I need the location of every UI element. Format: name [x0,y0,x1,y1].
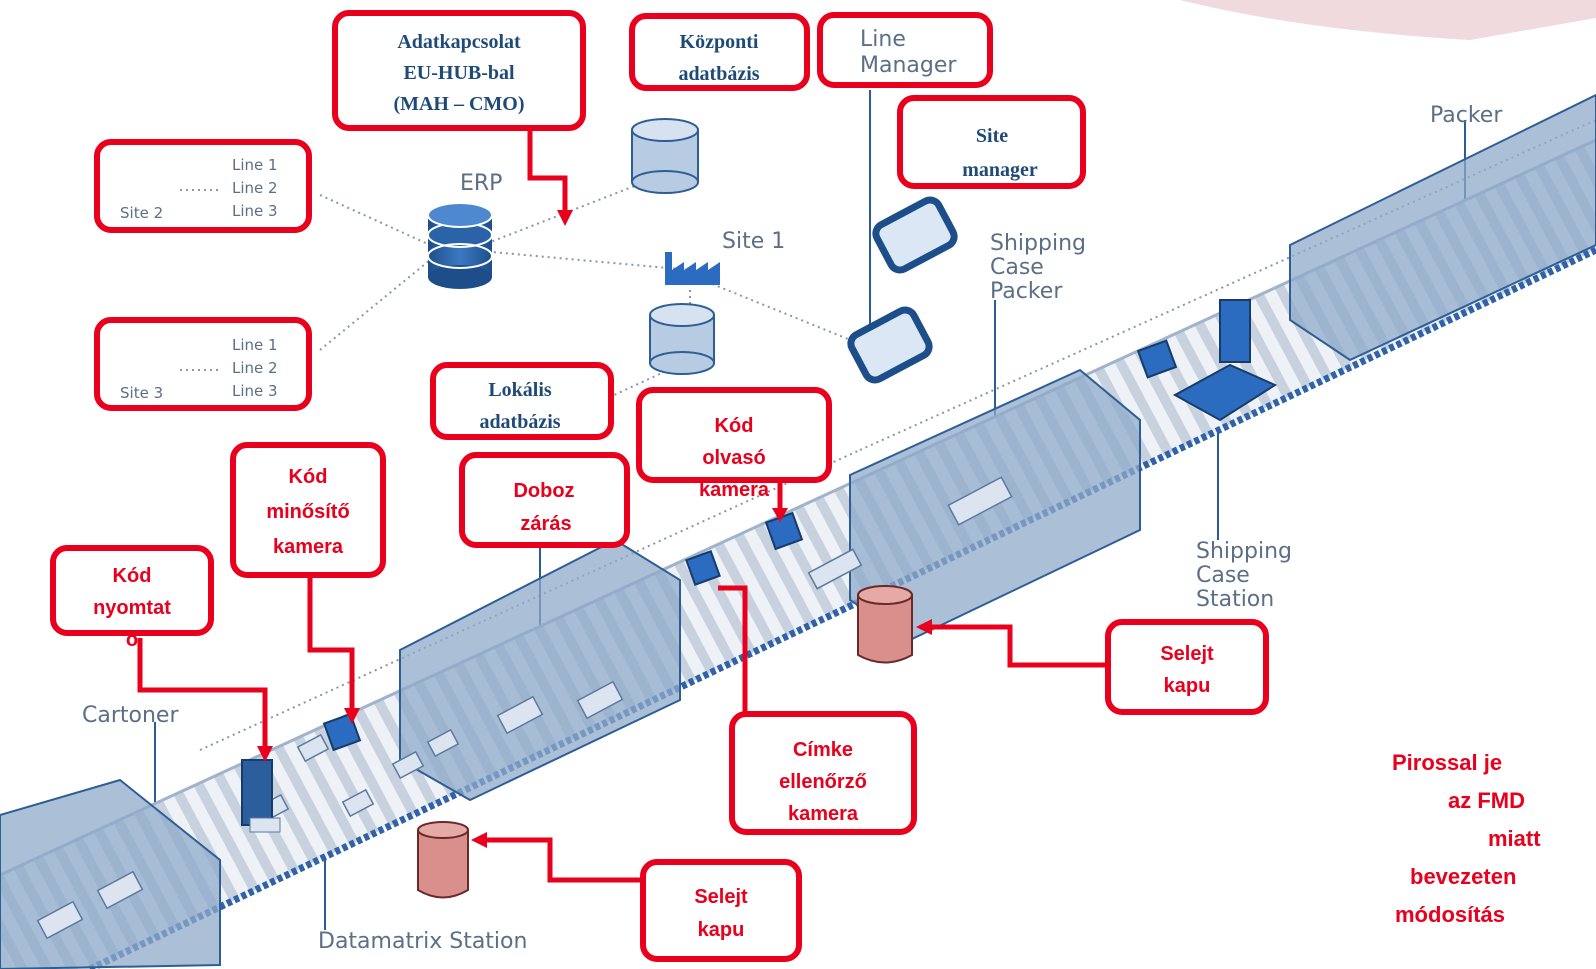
site-2-name: Site 2 [120,204,163,222]
svg-text:Kód: Kód [113,565,152,587]
datamatrix-station-label: Datamatrix Station [318,929,527,954]
svg-text:nyomtat: nyomtat [93,597,171,619]
shipping-case-packer-label-1: Shipping [990,231,1086,256]
svg-text:adatbázis: adatbázis [479,411,560,433]
svg-text:bevezeten: bevezeten [1410,864,1516,889]
callout-code-printer: Kód nyomtat ó [50,545,214,651]
callout-reject-gate-bottom: Selejt kapu [640,859,802,962]
svg-text:ó: ó [126,629,138,651]
svg-text:kamera: kamera [273,536,344,558]
erp-label: ERP [460,171,502,196]
callout-line-manager: Line Manager [817,12,993,88]
shipping-case-packer-label-3: Packer [990,279,1063,304]
svg-text:Doboz: Doboz [513,480,574,502]
svg-text:Kód: Kód [289,466,328,488]
callout-reject-gate-right: Selejt kapu [1105,619,1269,715]
shipping-case-packer-label-2: Case [990,255,1044,280]
callout-central-db: Központi adatbázis [629,13,810,91]
svg-text:ellenőrző: ellenőrző [779,771,867,793]
svg-text:miatt: miatt [1488,826,1541,851]
legend-note: Pirossal je az FMD miatt bevezeten módos… [1392,750,1541,927]
callout-box-closing: Doboz zárás [459,452,630,548]
svg-text:adatbázis: adatbázis [678,63,759,85]
svg-text:Manager: Manager [860,53,957,78]
corner-decoration [1180,0,1596,40]
site-2-line-2: Line 2 [232,179,278,197]
shipping-case-station-label-2: Case [1196,563,1250,588]
svg-text:Címke: Címke [793,739,853,761]
callout-label-check: Címke ellenőrző kamera [729,711,917,835]
shipping-case-station-label-1: Shipping [1196,539,1292,564]
svg-text:manager: manager [962,159,1038,181]
site-2-box: Site 2 Line 1 Line 2 Line 3 [94,139,312,233]
cartoner-label: Cartoner [82,703,179,728]
svg-text:az FMD: az FMD [1448,788,1525,813]
svg-text:Lokális: Lokális [488,379,552,401]
camera-icon [322,299,1278,752]
callout-code-grading: Kód minősítő kamera [230,442,386,578]
database-icon [427,202,493,289]
svg-text:Selejt: Selejt [694,886,748,908]
printer-icon [241,759,281,833]
packer-label: Packer [1430,103,1503,128]
svg-text:Pirossal je: Pirossal je [1392,750,1502,775]
site-3-line-3: Line 3 [232,382,278,400]
callout-site-manager: Site manager [897,95,1086,189]
svg-text:kamera: kamera [788,803,859,825]
bin-icon [417,585,913,899]
site-1-label: Site 1 [722,229,785,254]
monitor-icon [847,196,958,384]
callout-code-reader: Kód olvasó kamera [636,387,832,501]
svg-text:Adatkapcsolat: Adatkapcsolat [397,31,521,53]
svg-text:(MAH – CMO): (MAH – CMO) [393,93,524,115]
svg-text:EU-HUB-bal: EU-HUB-bal [403,62,515,84]
site-3-line-2: Line 2 [232,359,278,377]
svg-text:olvasó: olvasó [702,447,765,469]
site-3-name: Site 3 [120,384,163,402]
site-3-box: Site 3 Line 1 Line 2 Line 3 [94,317,312,411]
svg-text:kapu: kapu [1164,675,1211,697]
svg-text:zárás: zárás [520,513,571,535]
callout-eu-hub: Adatkapcsolat EU-HUB-bal (MAH – CMO) [332,10,586,131]
svg-text:módosítás: módosítás [1395,902,1505,927]
svg-text:Selejt: Selejt [1160,643,1214,665]
site-3-line-1: Line 1 [232,336,278,354]
svg-text:Központi: Központi [680,31,759,53]
svg-text:minősítő: minősítő [266,501,349,523]
site-2-line-3: Line 3 [232,202,278,220]
svg-text:kapu: kapu [698,919,745,941]
callout-connectors [137,130,1105,883]
svg-text:Kód: Kód [715,415,754,437]
callout-local-db: Lokális adatbázis [430,362,614,440]
shipping-case-station-label-3: Station [1196,587,1274,612]
svg-text:Line: Line [860,27,906,52]
svg-text:kamera: kamera [699,479,770,501]
database-icon [631,118,715,375]
svg-text:Site: Site [976,125,1008,147]
site-2-line-1: Line 1 [232,156,278,174]
